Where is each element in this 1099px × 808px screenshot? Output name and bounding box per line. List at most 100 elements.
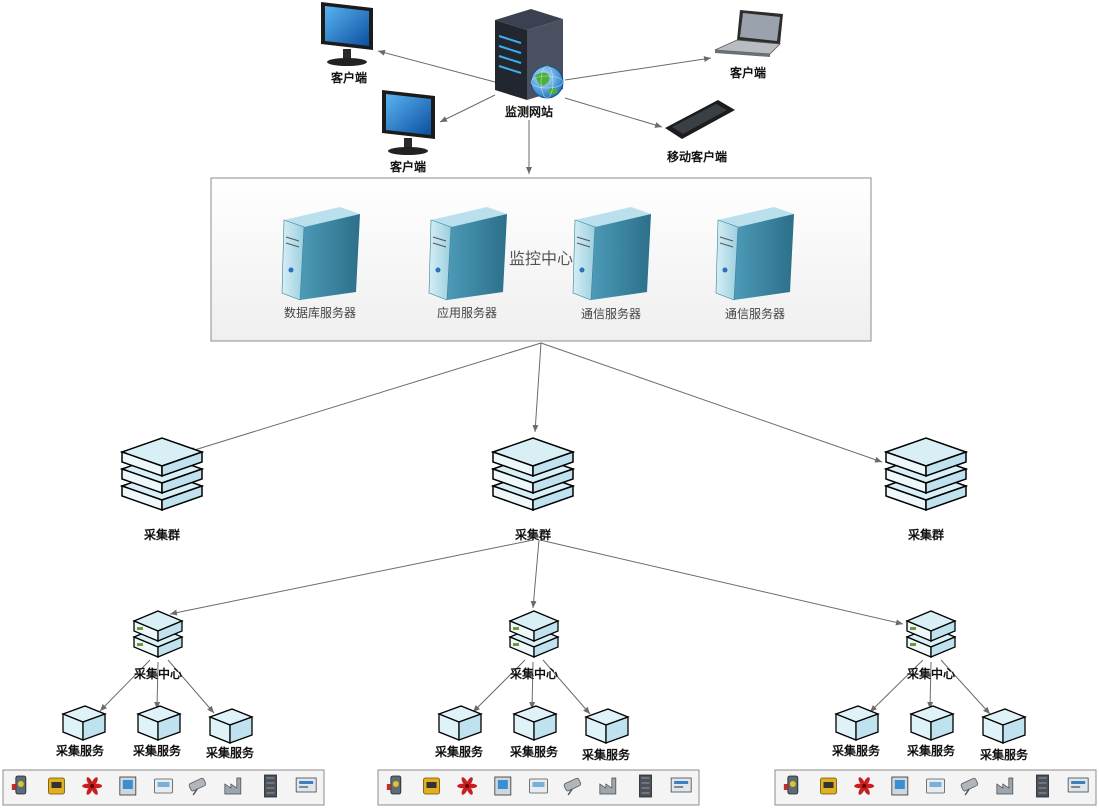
panel-meter-icon: [494, 776, 512, 796]
gas-detector-icon: [11, 775, 27, 795]
fan-icon: [457, 777, 478, 795]
collect-service: 采集服务: [509, 705, 559, 759]
monitor-screen-icon: [295, 777, 317, 793]
globe-icon: [530, 65, 564, 99]
server-stack-icon: [883, 437, 969, 512]
monitor-icon: [382, 90, 435, 155]
cluster-label-1: 采集群: [143, 527, 180, 542]
gas-detector-icon: [386, 775, 402, 795]
monitor-screen-icon: [1067, 777, 1089, 793]
collect-service: 采集服务: [581, 708, 631, 762]
collect-service-group-3: 采集服务 采集服务 采集服务: [831, 705, 1029, 762]
mobile-label: 移动客户端: [667, 149, 727, 164]
client-desktop-1: 客户端: [321, 2, 373, 85]
cluster-1: 采集群: [119, 437, 205, 542]
collect-service-label: 采集服务: [132, 743, 182, 758]
client-laptop: 客户端: [714, 10, 783, 80]
collect-service-label: 采集服务: [55, 743, 105, 758]
server-stack-icon: [490, 437, 576, 512]
device-strip-3: [774, 769, 1097, 806]
smartphone-icon: [665, 100, 735, 139]
website-server: 监测网站: [495, 9, 564, 119]
camera-icon: [960, 777, 979, 796]
database-server: 数据库服务器: [281, 207, 360, 320]
server-tower-icon: [428, 207, 507, 301]
thermostat-icon: [926, 778, 945, 794]
alarm-box-icon: [423, 777, 440, 795]
camera-icon: [188, 777, 207, 796]
switch-stack-icon: [132, 610, 184, 658]
collect-service: 采集服务: [132, 705, 182, 758]
collect-service: 采集服务: [979, 708, 1029, 762]
collect-center-1: 采集中心: [132, 610, 184, 681]
collect-service: 采集服务: [906, 705, 956, 758]
collect-service: 采集服务: [831, 705, 881, 758]
client-desktop-2: 客户端: [382, 90, 435, 174]
client-label-1: 客户端: [330, 70, 367, 85]
alarm-box-icon: [820, 777, 837, 795]
monitor-center: 监控中心 数据库服务器 应用服务器: [210, 177, 872, 342]
factory-icon: [599, 777, 617, 795]
panel-meter-icon: [119, 776, 137, 796]
switch-stack-icon: [905, 610, 957, 658]
collect-service-group-1: 采集服务 采集服务 采集服务: [55, 705, 255, 760]
collect-service-label: 采集服务: [979, 747, 1029, 762]
collect-service-label: 采集服务: [906, 743, 956, 758]
server-tower-icon: [715, 207, 794, 301]
collect-service: 采集服务: [205, 708, 255, 760]
panel-meter-icon: [891, 776, 909, 796]
cluster-2: 采集群: [490, 437, 576, 542]
connections: [99, 49, 991, 715]
factory-icon: [996, 777, 1014, 795]
collect-center-label-1: 采集中心: [133, 666, 182, 681]
client-mobile: 移动客户端: [665, 100, 735, 164]
server-tower-icon: [281, 207, 360, 301]
client-label-2: 客户端: [389, 159, 426, 174]
cabinet-icon: [264, 774, 277, 798]
cluster-label-2: 采集群: [514, 527, 551, 542]
collect-center-label-3: 采集中心: [906, 666, 955, 681]
monitor-screen-icon: [670, 777, 692, 793]
communication-server-1: 通信服务器: [572, 207, 651, 321]
alarm-box-icon: [48, 777, 65, 795]
application-server: 应用服务器: [428, 207, 507, 320]
server-stack-icon: [119, 437, 205, 512]
collect-service: 采集服务: [55, 705, 107, 758]
thermostat-icon: [154, 778, 173, 794]
communication-server-2: 通信服务器: [715, 207, 794, 321]
cluster-3: 采集群: [883, 437, 969, 542]
website-label: 监测网站: [505, 104, 553, 119]
gas-detector-icon: [783, 775, 799, 795]
device-strips: [2, 769, 1097, 806]
thermostat-icon: [529, 778, 548, 794]
server-label-4: 通信服务器: [725, 306, 785, 321]
monitor-center-title: 监控中心: [509, 249, 573, 268]
factory-icon: [224, 777, 242, 795]
server-label-2: 应用服务器: [437, 305, 497, 320]
collect-service-label: 采集服务: [509, 744, 559, 759]
laptop-icon: [714, 10, 783, 57]
monitor-icon: [321, 2, 373, 66]
collect-service-label: 采集服务: [581, 747, 631, 762]
switch-stack-icon: [508, 610, 560, 658]
collect-service-label: 采集服务: [205, 745, 255, 760]
collect-service-group-2: 采集服务 采集服务 采集服务: [434, 705, 631, 762]
server-label-1: 数据库服务器: [284, 305, 356, 320]
device-strip-2: [377, 769, 700, 806]
client-label-3: 客户端: [729, 65, 766, 80]
collect-center-label-2: 采集中心: [509, 666, 558, 681]
cabinet-icon: [639, 774, 652, 798]
server-label-3: 通信服务器: [581, 306, 641, 321]
server-tower-icon: [572, 207, 651, 301]
fan-icon: [854, 777, 875, 795]
collect-service-label: 采集服务: [434, 744, 484, 759]
cluster-label-3: 采集群: [907, 527, 944, 542]
collect-service-label: 采集服务: [831, 743, 881, 758]
camera-icon: [563, 777, 582, 796]
collect-center-2: 采集中心: [508, 610, 560, 681]
cabinet-icon: [1036, 774, 1049, 798]
collect-service: 采集服务: [434, 705, 484, 759]
collect-center-3: 采集中心: [905, 610, 957, 681]
fan-icon: [82, 777, 103, 795]
